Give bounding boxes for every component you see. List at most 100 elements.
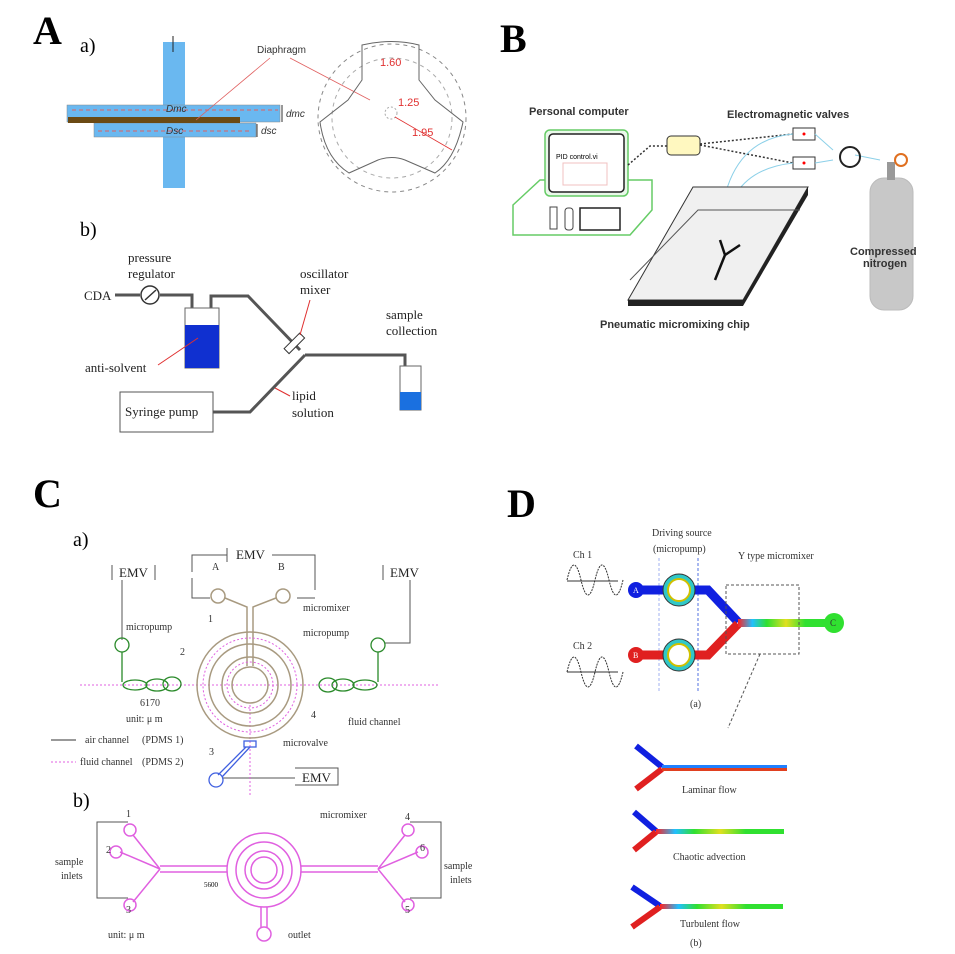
valves-label: Electromagnetic valves: [727, 109, 849, 121]
subpanel-label: a): [73, 529, 89, 551]
turbulent-label: Turbulent flow: [680, 919, 741, 930]
controller-box: [666, 135, 701, 156]
ch1-label: Ch 1: [573, 550, 592, 561]
diaphragm-label: Diaphragm: [257, 45, 306, 56]
micropump-label: (micropump): [653, 544, 706, 555]
number: 4: [405, 812, 410, 823]
micropump-label-right: micropump: [303, 628, 349, 639]
inlets-label-right: inlets: [450, 875, 472, 886]
number: 5: [405, 905, 410, 916]
d-sc-label: dsc: [261, 126, 277, 137]
ch2-label: Ch 2: [573, 641, 592, 652]
personal-computer-label: Personal computer: [529, 106, 629, 118]
emv-label-bottom: EMV: [302, 770, 332, 785]
collection-label: collection: [386, 323, 438, 338]
micromixing-chip: [627, 186, 809, 306]
nitrogen-label: nitrogen: [863, 258, 907, 270]
panel-letter-c: C: [33, 471, 62, 516]
dim-5600: 5600: [204, 881, 219, 889]
d-mc-label: dmc: [286, 109, 305, 120]
sample-label-left: sample: [55, 857, 84, 868]
y-type-label: Y type micromixer: [738, 551, 814, 562]
unit-label: unit: μ m: [126, 714, 163, 725]
tube-loop: [839, 146, 861, 168]
pdms1-label: (PDMS 1): [142, 735, 183, 746]
laminar-label: Laminar flow: [682, 785, 737, 796]
inlet-b: B: [633, 651, 638, 660]
zoom-box: [725, 584, 800, 655]
syringe-pump-label: Syringe pump: [125, 404, 198, 419]
lipid-label: lipid: [292, 388, 316, 403]
computer: PID control.vi: [512, 129, 653, 236]
oscillator-mixer: [283, 332, 306, 355]
number: 6: [420, 843, 425, 854]
chaotic-flow-sim: [632, 809, 784, 853]
dim-6170: 6170: [140, 698, 160, 709]
fluid-channel-label: fluid channel: [348, 717, 401, 728]
inlet-a-label: A: [212, 562, 220, 573]
dsc-label: Dsc: [166, 126, 183, 137]
panel-letter-a: A: [33, 8, 62, 53]
micropump-label-left: micropump: [126, 622, 172, 633]
turbulent-flow-sim: [630, 884, 783, 930]
emv-label-top: EMV: [236, 547, 266, 562]
chip-label: Pneumatic micromixing chip: [600, 319, 750, 331]
panel-letter-b: B: [500, 16, 527, 61]
laminar-flow-sim: [634, 743, 787, 792]
zoom-arrow: [727, 653, 761, 729]
microvalve: [208, 740, 257, 788]
pressure-label: pressure: [128, 250, 172, 265]
mixing-channel: [738, 619, 834, 627]
micromixer-layout: [109, 823, 429, 942]
micromixer-rings: [196, 588, 304, 739]
micropump-icons: [662, 573, 696, 672]
inlets-label-left: inlets: [61, 871, 83, 882]
subpanel-label: b): [80, 219, 97, 241]
panel-d: D Driving source (micropump) Y type micr…: [507, 481, 844, 949]
channel-a: [636, 585, 742, 626]
number: 4: [311, 710, 316, 721]
solution-label: solution: [292, 405, 334, 420]
cda-label: CDA: [84, 288, 112, 303]
sample-label-right: sample: [444, 861, 473, 872]
emv-label-left: EMV: [119, 565, 149, 580]
subpanel-label: a): [80, 35, 96, 57]
diaphragm-detail: [317, 41, 467, 193]
emv-brackets: [111, 548, 411, 786]
micromixer-label: micromixer: [303, 603, 350, 614]
mixer-label: mixer: [300, 282, 331, 297]
channel-b: [636, 620, 742, 660]
number: 3: [209, 747, 214, 758]
sine-wave-ch1: [566, 564, 624, 596]
pid-label: PID control.vi: [556, 154, 598, 161]
nitrogen-tank: Compressed nitrogen: [850, 153, 917, 311]
number: 2: [180, 647, 185, 658]
number: 2: [106, 845, 111, 856]
oscillator-label: oscillator: [300, 266, 349, 281]
anti-solvent-label: anti-solvent: [85, 360, 147, 375]
outlet-label: outlet: [288, 930, 311, 941]
panel-letter-d: D: [507, 481, 536, 526]
outlet-c: C: [830, 618, 836, 628]
dim-1-60: 1.60: [380, 57, 401, 69]
sample-label: sample: [386, 307, 423, 322]
regulator-label: regulator: [128, 266, 176, 281]
unit-label-b: unit: μ m: [108, 930, 145, 941]
compressed-label: Compressed: [850, 246, 917, 258]
micropump-right: [318, 637, 386, 693]
panel-b: B Personal computer Electromagnetic valv…: [500, 16, 917, 331]
microvalve-label: microvalve: [283, 738, 329, 749]
panel-c: C a) EMV EMV EMV EMV A B: [33, 471, 473, 942]
subpanel-label: b): [73, 790, 90, 812]
driving-source-label: Driving source: [652, 528, 712, 539]
dmc-label: Dmc: [166, 104, 187, 115]
micropump-left: [114, 637, 182, 692]
inlet-b-label: B: [278, 562, 285, 573]
dim-1-25: 1.25: [398, 97, 419, 109]
diaphragm: [68, 117, 240, 123]
pdms2-label: (PDMS 2): [142, 757, 183, 768]
sine-wave-ch2: [566, 656, 624, 688]
syringe-pump-box: [119, 391, 214, 433]
inlet-a: A: [633, 586, 639, 595]
number: 1: [126, 809, 131, 820]
